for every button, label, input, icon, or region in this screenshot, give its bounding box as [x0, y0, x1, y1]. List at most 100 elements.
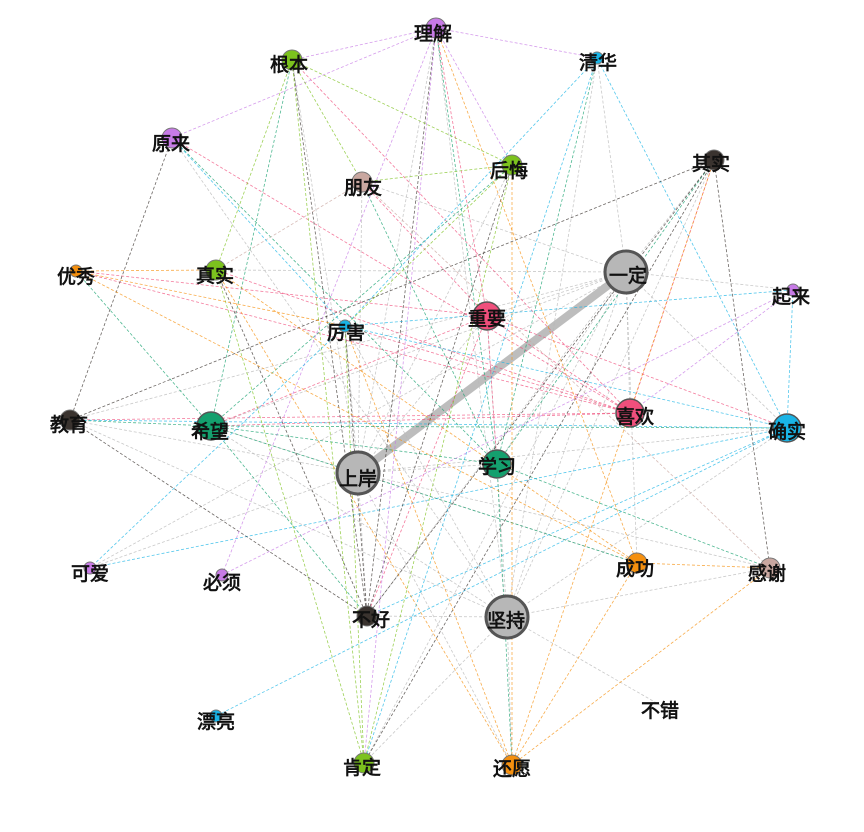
- edge-喜欢-其实: [629, 159, 715, 414]
- node-label-还愿: 还愿: [492, 758, 531, 780]
- node-label-确实: 确实: [768, 420, 806, 443]
- node-起来[interactable]: [786, 283, 800, 297]
- node-原来[interactable]: [161, 127, 183, 149]
- edge-肯定-真实: [215, 269, 365, 764]
- edge-喜欢-优秀: [75, 270, 631, 414]
- edge-一定-坚持: [506, 271, 627, 618]
- node-重要[interactable]: [472, 301, 502, 331]
- edge-确实-教育: [69, 419, 788, 429]
- node-成功[interactable]: [626, 552, 648, 574]
- edge-还愿-成功: [511, 562, 638, 766]
- edge-上岸-确实: [357, 427, 788, 474]
- node-根本[interactable]: [281, 49, 303, 71]
- edge-上岸-根本: [291, 59, 359, 474]
- node-真实[interactable]: [205, 259, 227, 281]
- nodes-layer: [59, 17, 802, 776]
- edge-其实-肯定: [363, 159, 715, 764]
- edge-后悔-朋友: [361, 164, 513, 183]
- edge-还愿-其实: [511, 159, 715, 766]
- node-label-希望: 希望: [191, 420, 229, 443]
- node-感谢[interactable]: [759, 557, 781, 579]
- edge-希望-教育: [69, 419, 212, 427]
- node-坚持[interactable]: [484, 594, 530, 640]
- node-肯定[interactable]: [353, 752, 375, 774]
- node-理解[interactable]: [425, 17, 447, 39]
- edges-layer: [69, 27, 794, 766]
- node-学习[interactable]: [482, 449, 512, 479]
- edge-肯定-后悔: [363, 164, 513, 764]
- edge-希望-根本: [210, 59, 293, 427]
- edge-一定-上岸: [354, 268, 630, 477]
- edge-确实-可爱: [89, 427, 788, 569]
- node-一定[interactable]: [603, 249, 649, 295]
- node-label-清华: 清华: [579, 51, 617, 74]
- edge-一定-教育: [69, 271, 627, 421]
- node-label-根本: 根本: [270, 53, 308, 76]
- node-label-其实: 其实: [692, 152, 730, 175]
- node-label-不好: 不好: [352, 608, 390, 631]
- node-其实[interactable]: [703, 149, 725, 171]
- edge-学习-朋友: [361, 181, 498, 465]
- edge-理解-肯定: [363, 27, 437, 764]
- node-厉害[interactable]: [338, 319, 352, 333]
- node-喜欢[interactable]: [615, 398, 645, 428]
- node-不好[interactable]: [356, 605, 378, 627]
- edge-希望-优秀: [75, 270, 212, 427]
- edge-优秀-真实: [75, 269, 217, 272]
- edge-学习-原来: [171, 137, 498, 465]
- edge-一定-可爱: [89, 271, 627, 569]
- node-必须[interactable]: [215, 568, 229, 582]
- edge-重要-优秀: [75, 270, 488, 317]
- edge-喜欢-教育: [69, 412, 631, 421]
- edge-重要-不好: [366, 315, 488, 617]
- edge-坚持-厉害: [344, 325, 508, 618]
- edge-朋友-感谢: [361, 181, 771, 569]
- edge-一定-起来: [625, 271, 794, 291]
- node-可爱[interactable]: [83, 561, 97, 575]
- node-label-学习: 学习: [478, 455, 516, 478]
- edge-确实-厉害: [344, 325, 788, 429]
- node-确实[interactable]: [772, 413, 802, 443]
- edge-一定-重要: [486, 271, 627, 317]
- node-label-起来: 起来: [771, 286, 810, 308]
- edge-上岸-还愿: [357, 472, 513, 766]
- edge-不好-真实: [215, 269, 368, 617]
- edge-厉害-原来: [171, 137, 346, 327]
- edge-确实-清华: [596, 57, 788, 429]
- node-label-厉害: 厉害: [327, 321, 365, 344]
- edge-学习-理解: [435, 27, 498, 465]
- edge-喜欢-根本: [291, 59, 631, 414]
- edge-成功-理解: [435, 27, 638, 564]
- edge-喜欢-原来: [171, 137, 631, 414]
- node-label-后悔: 后悔: [490, 159, 528, 182]
- node-朋友[interactable]: [351, 171, 373, 193]
- node-label-重要: 重要: [468, 308, 506, 330]
- edge-后悔-厉害: [344, 164, 513, 327]
- edge-其实-感谢: [713, 159, 771, 569]
- node-label-朋友: 朋友: [344, 176, 382, 199]
- node-教育[interactable]: [59, 409, 81, 431]
- node-漂亮[interactable]: [209, 709, 223, 723]
- edge-确实-起来: [786, 289, 794, 429]
- edge-优秀-厉害: [75, 270, 346, 327]
- edge-不好-理解: [366, 27, 437, 617]
- node-label-不错: 不错: [641, 699, 679, 722]
- node-优秀[interactable]: [69, 264, 83, 278]
- edge-理解-必须: [221, 27, 437, 576]
- edge-坚持-不错: [506, 616, 661, 706]
- edge-上岸-不好: [357, 472, 368, 617]
- edge-一定-喜欢: [625, 271, 631, 414]
- edge-上岸-教育: [69, 419, 359, 474]
- edge-理解-原来: [171, 27, 437, 139]
- node-上岸[interactable]: [335, 450, 381, 496]
- edge-一定-不好: [366, 271, 627, 617]
- node-希望[interactable]: [196, 411, 226, 441]
- edge-希望-成功: [210, 425, 638, 564]
- node-还愿[interactable]: [501, 754, 523, 776]
- edge-还愿-真实: [215, 269, 513, 766]
- node-后悔[interactable]: [501, 154, 523, 176]
- edge-上岸-重要: [357, 315, 488, 474]
- node-清华[interactable]: [590, 51, 604, 65]
